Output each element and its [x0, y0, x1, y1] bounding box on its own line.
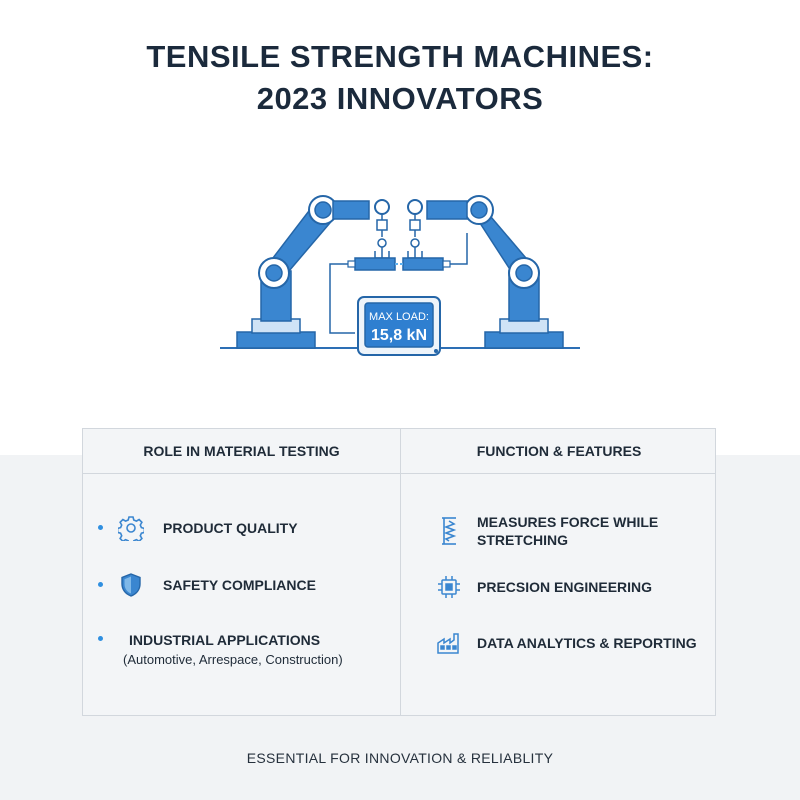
footer-tagline: ESSENTIAL FOR INNOVATION & RELIABLITY [246, 750, 554, 766]
list-item-precision-engineering: PRECSION ENGINEERING [435, 573, 652, 601]
right-robot-arm [407, 195, 564, 349]
list-item-industrial-applications: INDUSTRIAL APPLICATIONS (Automotive, Arr… [123, 631, 343, 669]
robotic-arms-illustration: MAX LOAD: 15,8 kN [220, 195, 580, 356]
specimen-grips [347, 257, 451, 271]
display-label: MAX LOAD: [369, 311, 429, 323]
item-label-line-2: STRETCHING [477, 532, 568, 548]
shield-icon [117, 571, 145, 599]
page-title: TENSILE STRENGTH MACHINES: 2023 INNOVATO… [0, 36, 800, 120]
list-item-safety-compliance: SAFETY COMPLIANCE [117, 571, 316, 599]
right-column-header: FUNCTION & FEATURES [476, 443, 642, 459]
bullet [98, 525, 103, 530]
chip-icon [435, 573, 463, 601]
item-label: PRODUCT QUALITY [163, 520, 298, 536]
list-item-product-quality: PRODUCT QUALITY [117, 514, 298, 542]
left-robot-arm [236, 195, 390, 349]
load-display: MAX LOAD: 15,8 kN [357, 296, 441, 356]
factory-icon [435, 629, 463, 657]
bullet [98, 582, 103, 587]
item-label: SAFETY COMPLIANCE [163, 577, 316, 593]
column-divider [400, 429, 401, 715]
header-divider [83, 473, 715, 474]
info-table: ROLE IN MATERIAL TESTING FUNCTION & FEAT… [82, 428, 716, 716]
item-label-line-1: MEASURES FORCE WHILE [477, 514, 659, 530]
item-sublabel: (Automotive, Arrespace, Construction) [123, 652, 343, 667]
item-label: DATA ANALYTICS & REPORTING [477, 635, 697, 651]
bullet [98, 636, 103, 641]
item-label: PRECSION ENGINEERING [477, 579, 653, 595]
gear-icon [117, 514, 145, 542]
display-value: 15,8 kN [371, 327, 427, 344]
title-line-2: 2023 INNOVATORS [256, 81, 544, 116]
item-label-block: MEASURES FORCE WHILE STRETCHING [477, 513, 658, 549]
left-column-header: ROLE IN MATERIAL TESTING [143, 443, 340, 459]
title-line-1: TENSILE STRENGTH MACHINES: [146, 39, 654, 74]
list-item-measures-force: MEASURES FORCE WHILE STRETCHING [435, 513, 658, 549]
spring-icon [435, 517, 463, 545]
item-label: INDUSTRIAL APPLICATIONS [129, 632, 321, 648]
list-item-data-analytics: DATA ANALYTICS & REPORTING [435, 629, 697, 657]
